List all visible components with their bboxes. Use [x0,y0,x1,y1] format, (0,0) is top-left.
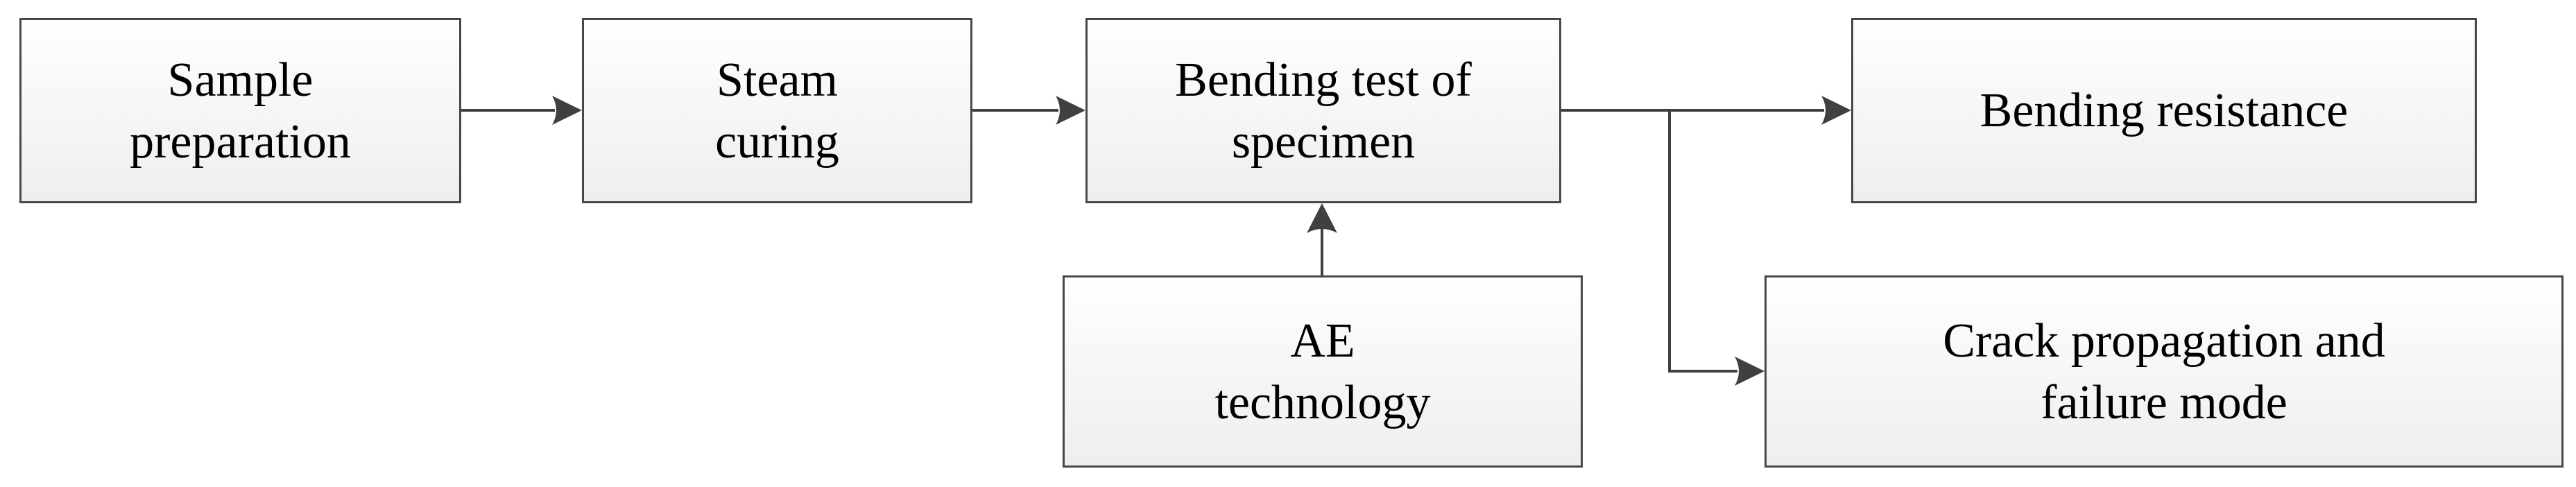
node-bending-resistance: Bending resistance [1851,18,2477,203]
node-label-line: curing [715,114,839,169]
node-label-line: failure mode [2041,375,2287,429]
node-label-line: Crack propagation and [1943,314,2385,368]
node-label-line: specimen [1231,114,1416,169]
node-label-line: preparation [130,114,351,169]
node-crack-propagation: Crack propagation and failure mode [1764,275,2564,468]
node-label-line: technology [1214,375,1431,429]
arrowhead-up-icon [1307,203,1337,233]
edge-bending-test-to-crack [1668,110,1737,373]
node-sample-preparation: Sample preparation [19,18,461,203]
node-label-line: Sample [167,53,314,107]
node-bending-test: Bending test of specimen [1085,18,1561,203]
node-ae-technology: AE technology [1063,275,1583,468]
arrowhead-right-icon [1735,357,1764,386]
arrowhead-right-icon [552,96,582,125]
arrowhead-right-icon [1056,96,1085,125]
arrowhead-right-icon [1821,96,1851,125]
node-label-line: Bending test of [1175,53,1472,107]
node-steam-curing: Steam curing [582,18,972,203]
node-label-line: Bending resistance [1980,84,2349,137]
node-label-line: AE [1290,314,1355,368]
node-label-line: Steam [716,53,838,107]
